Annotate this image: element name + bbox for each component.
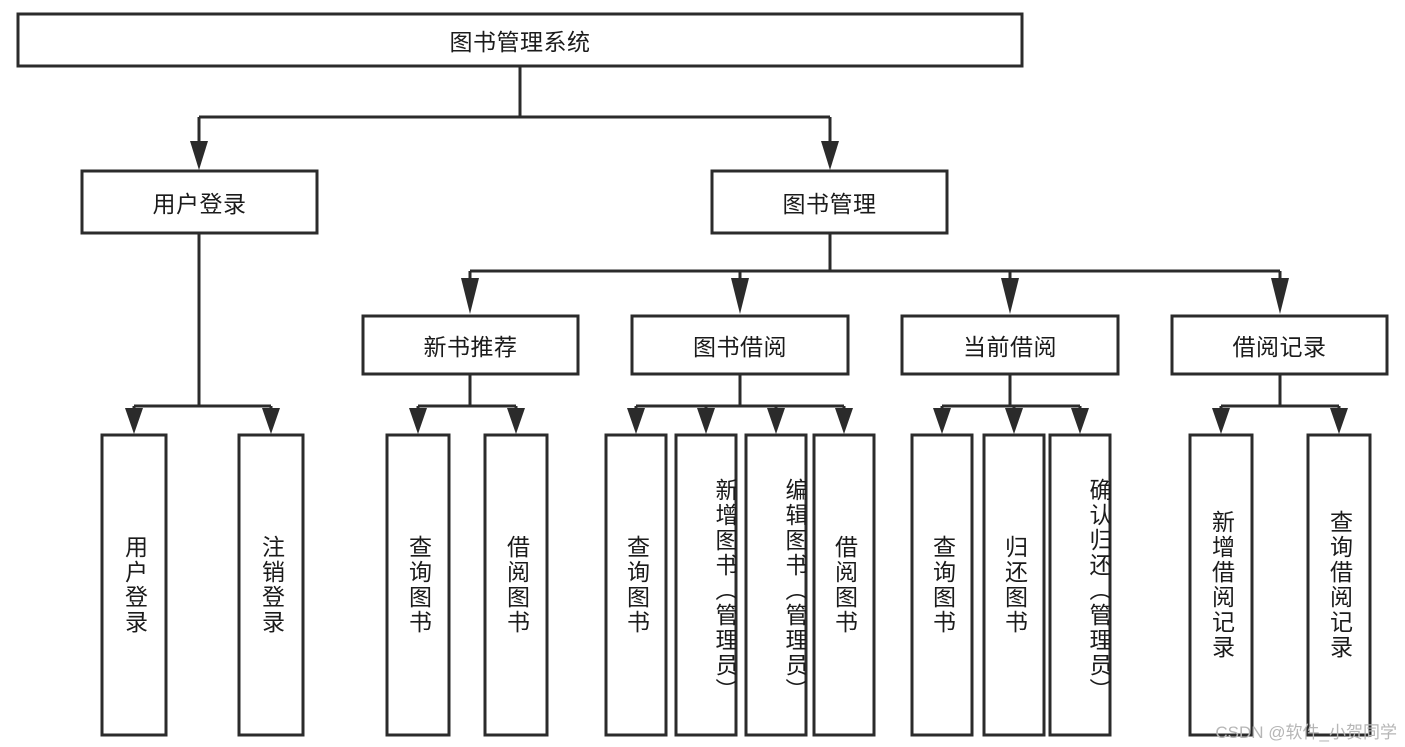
node-box-leaf-query-book-1[interactable]: [385, 433, 451, 737]
edge-root-children: [190, 66, 839, 170]
node-box-new-book-rec[interactable]: [361, 314, 580, 376]
node-box-current-borrow[interactable]: [900, 314, 1120, 376]
node-box-leaf-user-login[interactable]: [100, 433, 168, 737]
node-box-leaf-confirm-return[interactable]: [1048, 433, 1112, 737]
node-box-leaf-return-book[interactable]: [982, 433, 1046, 737]
node-box-leaf-query-record[interactable]: [1306, 433, 1372, 737]
edge-book-manage-children: [461, 233, 1289, 314]
node-box-leaf-logout[interactable]: [237, 433, 305, 737]
node-box-leaf-query-book-2[interactable]: [604, 433, 668, 737]
edge-new-book-rec-children: [409, 374, 525, 434]
edge-book-borrow-children: [627, 374, 853, 434]
node-box-borrow-record[interactable]: [1170, 314, 1389, 376]
edge-user-login-children: [125, 233, 280, 434]
node-box-leaf-add-book[interactable]: [674, 433, 738, 737]
node-box-leaf-borrow-book-1[interactable]: [483, 433, 549, 737]
edge-borrow-record-children: [1212, 374, 1348, 434]
node-box-leaf-borrow-book-2[interactable]: [812, 433, 876, 737]
node-box-leaf-add-record[interactable]: [1188, 433, 1254, 737]
node-box-leaf-query-book-3[interactable]: [910, 433, 974, 737]
node-box-leaf-edit-book[interactable]: [744, 433, 808, 737]
node-box-user-login[interactable]: [80, 169, 319, 235]
node-box-root[interactable]: [16, 12, 1024, 68]
node-box-book-manage[interactable]: [710, 169, 949, 235]
node-box-book-borrow[interactable]: [630, 314, 850, 376]
edge-current-borrow-children: [933, 374, 1089, 434]
